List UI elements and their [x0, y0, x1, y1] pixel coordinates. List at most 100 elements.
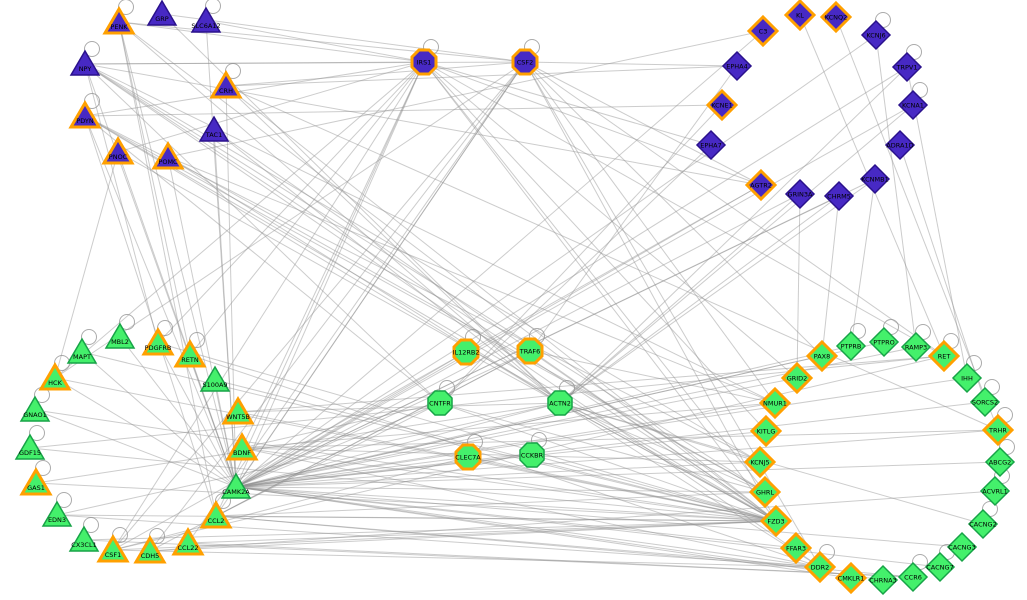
node-shape-EDN3[interactable] — [41, 500, 73, 527]
node-shape-IRS1[interactable] — [410, 48, 438, 76]
node-KCNJ5[interactable]: KCNJ5 — [743, 445, 777, 479]
node-KL[interactable]: KL — [783, 0, 817, 32]
node-shape-CLEC7A[interactable] — [454, 443, 482, 471]
node-shape-ACVRL1[interactable] — [979, 475, 1011, 507]
node-PTPRB[interactable]: PTPRB — [835, 330, 867, 362]
node-shape-EPHA4[interactable] — [721, 50, 753, 82]
node-shape-BDNF[interactable] — [225, 432, 259, 461]
node-shape-MBL2[interactable] — [104, 322, 136, 349]
node-CHRNA3[interactable]: CHRNA3 — [867, 564, 899, 596]
node-shape-PENK[interactable] — [102, 6, 136, 35]
node-shape-GAS1[interactable] — [19, 467, 53, 496]
node-shape-TRHR[interactable] — [981, 413, 1015, 447]
node-CCR6[interactable]: CCR6 — [897, 561, 929, 593]
node-shape-CACNG3[interactable] — [946, 531, 978, 563]
node-CSF2[interactable]: CSF2 — [511, 48, 539, 76]
node-shape-ADRA1D[interactable] — [884, 129, 916, 161]
node-shape-CHRNA3[interactable] — [867, 564, 899, 596]
node-shape-CDH5[interactable] — [133, 535, 167, 564]
node-shape-PNOC[interactable] — [101, 136, 135, 165]
node-KCNJ6[interactable]: KCNJ6 — [860, 19, 892, 51]
node-shape-CCL22[interactable] — [171, 527, 205, 556]
node-shape-IHH[interactable] — [951, 362, 983, 394]
node-shape-TRPV1[interactable] — [891, 51, 923, 83]
node-shape-SORCS2[interactable] — [969, 386, 1001, 418]
node-shape-ACTN2[interactable] — [547, 390, 573, 416]
node-shape-RETN[interactable] — [173, 339, 207, 368]
node-SLC6A12[interactable]: SLC6A12 — [190, 6, 222, 33]
node-ACVRL1[interactable]: ACVRL1 — [979, 475, 1011, 507]
node-shape-TAC1[interactable] — [198, 115, 230, 142]
node-shape-PTPRB[interactable] — [835, 330, 867, 362]
node-CHRM5[interactable]: CHRM5 — [823, 180, 855, 212]
node-shape-KITLG[interactable] — [749, 414, 783, 448]
node-shape-NMUR1[interactable] — [758, 386, 792, 420]
node-shape-CSF2[interactable] — [511, 48, 539, 76]
node-HCK[interactable]: HCK — [38, 362, 72, 391]
node-shape-POMC[interactable] — [151, 141, 185, 170]
node-shape-PAX8[interactable] — [805, 339, 839, 373]
node-shape-KCNJ5[interactable] — [743, 445, 777, 479]
node-shape-KL[interactable] — [783, 0, 817, 32]
node-CACNG7[interactable]: CACNG7 — [924, 551, 956, 583]
node-shape-GNAO1[interactable] — [19, 395, 51, 422]
node-C3[interactable]: C3 — [746, 14, 780, 48]
node-shape-CX3CL1[interactable] — [68, 525, 100, 552]
node-shape-AGTR2[interactable] — [744, 168, 778, 202]
node-shape-ABCG2[interactable] — [984, 446, 1016, 478]
node-shape-CAMK2A[interactable] — [220, 472, 252, 499]
node-shape-FFAR3[interactable] — [779, 531, 813, 565]
node-shape-CCR6[interactable] — [897, 561, 929, 593]
node-shape-C3[interactable] — [746, 14, 780, 48]
node-shape-IL12RB2[interactable] — [452, 338, 480, 366]
node-shape-PDGFRB[interactable] — [141, 327, 175, 356]
node-shape-KCNA1[interactable] — [897, 89, 929, 121]
node-RET[interactable]: RET — [927, 339, 961, 373]
node-PDYN[interactable]: PDYN — [68, 100, 102, 129]
node-shape-KCNJ6[interactable] — [860, 19, 892, 51]
node-shape-TRAF6[interactable] — [516, 337, 544, 365]
node-GNAO1[interactable]: GNAO1 — [19, 395, 51, 422]
node-shape-MAPT[interactable] — [66, 337, 98, 364]
node-shape-S100A9[interactable] — [199, 365, 231, 392]
node-shape-KCNQ2[interactable] — [819, 0, 853, 34]
node-shape-GHRL[interactable] — [748, 475, 782, 509]
node-shape-WNT5B[interactable] — [221, 396, 255, 425]
node-shape-PTPRO[interactable] — [868, 326, 900, 358]
node-GRP[interactable]: GRP — [146, 0, 178, 26]
node-shape-RAMP3[interactable] — [900, 331, 932, 363]
node-shape-PDYN[interactable] — [68, 100, 102, 129]
node-AGTR2[interactable]: AGTR2 — [744, 168, 778, 202]
node-KCNA1[interactable]: KCNA1 — [897, 89, 929, 121]
node-CCKBR[interactable]: CCKBR — [519, 442, 545, 468]
node-shape-EPHA7[interactable] — [695, 129, 727, 161]
node-shape-RET[interactable] — [927, 339, 961, 373]
node-shape-CNTFR[interactable] — [427, 390, 453, 416]
node-EDN3[interactable]: EDN3 — [41, 500, 73, 527]
node-shape-KCNMB1[interactable] — [859, 163, 891, 195]
node-shape-GRID2[interactable] — [780, 361, 814, 395]
node-SORCS2[interactable]: SORCS2 — [969, 386, 1001, 418]
node-shape-HCK[interactable] — [38, 362, 72, 391]
node-shape-CSF1[interactable] — [96, 534, 130, 563]
node-CLEC7A[interactable]: CLEC7A — [454, 443, 482, 471]
node-PENK[interactable]: PENK — [102, 6, 136, 35]
node-EPHA4[interactable]: EPHA4 — [721, 50, 753, 82]
node-PDGFRB[interactable]: PDGFRB — [141, 327, 175, 356]
node-IRS1[interactable]: IRS1 — [410, 48, 438, 76]
node-shape-CRH[interactable] — [209, 70, 243, 99]
node-shape-GDF15[interactable] — [14, 433, 46, 460]
node-shape-SLC6A12[interactable] — [190, 6, 222, 33]
node-IHH[interactable]: IHH — [951, 362, 983, 394]
node-shape-GRIN3A[interactable] — [784, 178, 816, 210]
node-RAMP3[interactable]: RAMP3 — [900, 331, 932, 363]
node-ACTN2[interactable]: ACTN2 — [547, 390, 573, 416]
node-shape-GRP[interactable] — [146, 0, 178, 26]
node-shape-CACNG7[interactable] — [924, 551, 956, 583]
node-CCL2[interactable]: CCL2 — [199, 500, 233, 529]
node-GRIN3A[interactable]: GRIN3A — [784, 178, 816, 210]
node-CACNG2[interactable]: CACNG2 — [967, 508, 999, 540]
node-TRAF6[interactable]: TRAF6 — [516, 337, 544, 365]
node-CNTFR[interactable]: CNTFR — [427, 390, 453, 416]
